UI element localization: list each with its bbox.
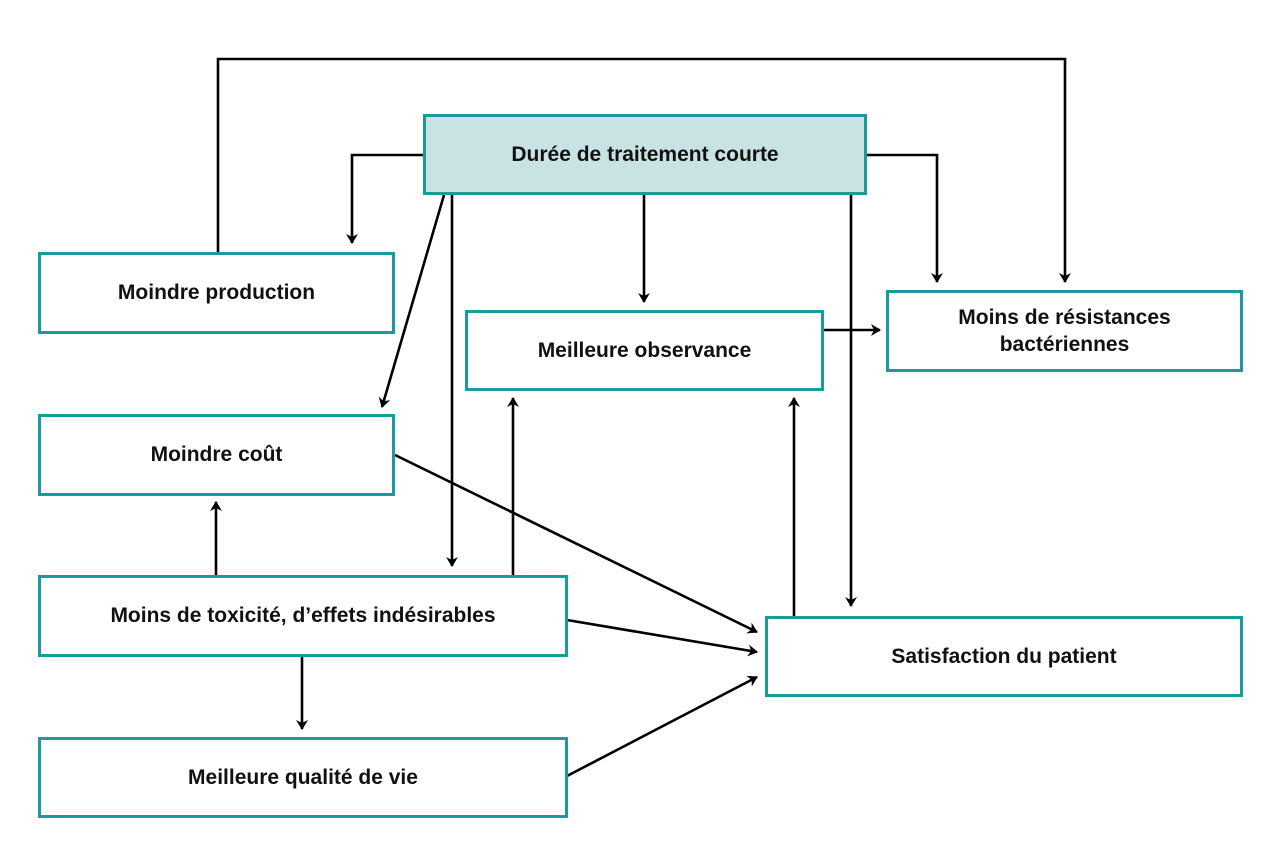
edge-root-production [346, 153, 424, 244]
edge-toxicite-satisfaction [566, 618, 758, 657]
edge-root-cout [378, 194, 446, 408]
edge-cout-satisfaction [394, 453, 758, 634]
node-moindre-cout: Moindre coût [38, 414, 395, 496]
node-moins-de-resistances: Moins de résistances bactériennes [886, 290, 1243, 372]
node-meilleure-observance: Meilleure observance [465, 310, 824, 391]
node-moindre-production: Moindre production [38, 252, 395, 334]
node-satisfaction-du-patient: Satisfaction du patient [765, 616, 1243, 697]
node-meilleure-qualite-de-vie: Meilleure qualité de vie [38, 737, 568, 818]
node-duree-traitement-courte: Durée de traitement courte [423, 114, 867, 195]
edge-root-resistances [866, 153, 943, 283]
edge-production-resistances [216, 57, 1071, 283]
node-moins-de-toxicite: Moins de toxicité, d’effets indésirables [38, 575, 568, 657]
edge-qualite-satisfaction [566, 675, 758, 778]
